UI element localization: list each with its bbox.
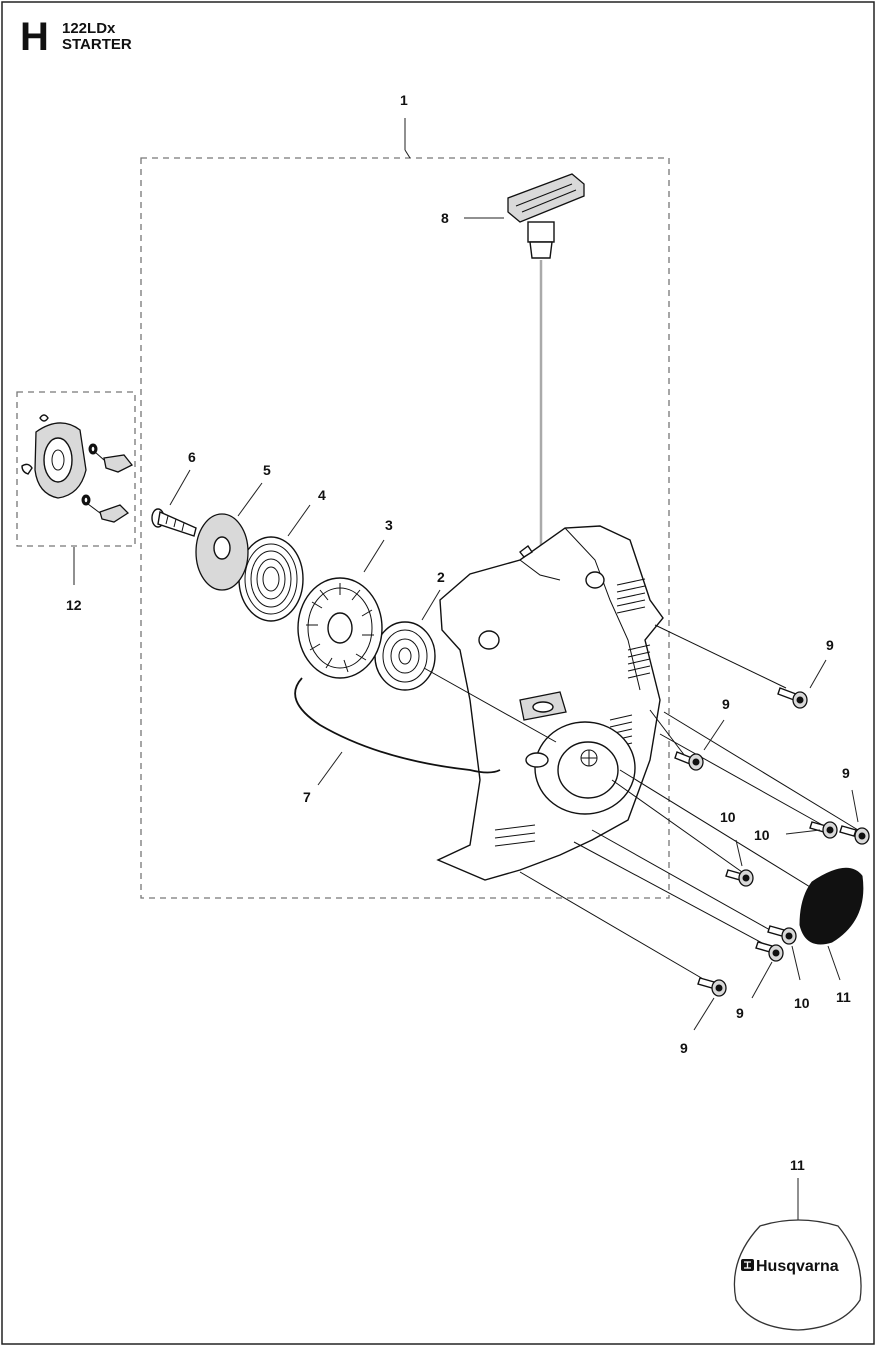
screw-callouts: 9 9 9 10 10 10 9 9 (680, 637, 859, 1056)
callout-7: 7 (303, 789, 311, 805)
callout-9-c: 9 (842, 765, 850, 781)
starter-handle: 8 (441, 173, 585, 259)
rope-pulley: 3 (297, 517, 393, 679)
callout-10-b: 10 (720, 809, 736, 825)
screw-10-c (767, 925, 797, 945)
callout-9-b: 9 (722, 696, 730, 712)
husqvarna-logo-icon (741, 1259, 754, 1271)
model-name: 122LDx (62, 20, 116, 37)
decal-black: 11 (799, 867, 864, 1005)
callout-10-c: 10 (794, 995, 810, 1011)
callout-9-d: 9 (736, 1005, 744, 1021)
callout-1: 1 (400, 92, 408, 108)
callout-10-a: 10 (754, 827, 770, 843)
header: H 122LDx STARTER (20, 15, 132, 59)
kit-12-box (16, 391, 136, 547)
screw-9-c (839, 825, 870, 845)
callout-4: 4 (318, 487, 326, 503)
callout-8: 8 (441, 210, 449, 226)
callout-11-b: 11 (790, 1157, 805, 1173)
callout-11-a: 11 (836, 989, 851, 1005)
pawl-lower (99, 504, 130, 523)
screw-9-a (777, 687, 808, 709)
section-letter: H (20, 15, 49, 59)
callout-9-a: 9 (826, 637, 834, 653)
recoil-spring: 4 (238, 487, 326, 622)
assembly-leader-lines (423, 624, 859, 984)
pulley-plate: 5 (195, 462, 271, 591)
callout-9-e: 9 (680, 1040, 688, 1056)
center-screw: 6 (151, 449, 197, 537)
kit-12-group: 12 (16, 391, 136, 613)
pawl-upper (103, 454, 134, 473)
callout-2: 2 (437, 569, 445, 585)
screw-9-e (697, 977, 727, 997)
starter-rope: 7 (294, 677, 501, 805)
callout-12: 12 (66, 597, 82, 613)
spring-cassette: 2 (374, 569, 445, 691)
screw-9-b (674, 751, 704, 771)
section-title: STARTER (62, 36, 132, 53)
assembly-1-box (140, 157, 670, 899)
assembly-1-group: 1 (140, 92, 670, 899)
callout-6: 6 (188, 449, 196, 465)
screw-10-a (809, 821, 838, 839)
brand-name: Husqvarna (756, 1258, 839, 1275)
callout-5: 5 (263, 462, 271, 478)
screws (674, 687, 870, 997)
starter-housing (436, 525, 664, 881)
decal-detail: 11 Husqvarna (733, 1157, 862, 1331)
decal-outline (733, 1219, 862, 1331)
screw-10-b (725, 869, 754, 887)
callout-3: 3 (385, 517, 393, 533)
screw-9-d (755, 941, 784, 962)
